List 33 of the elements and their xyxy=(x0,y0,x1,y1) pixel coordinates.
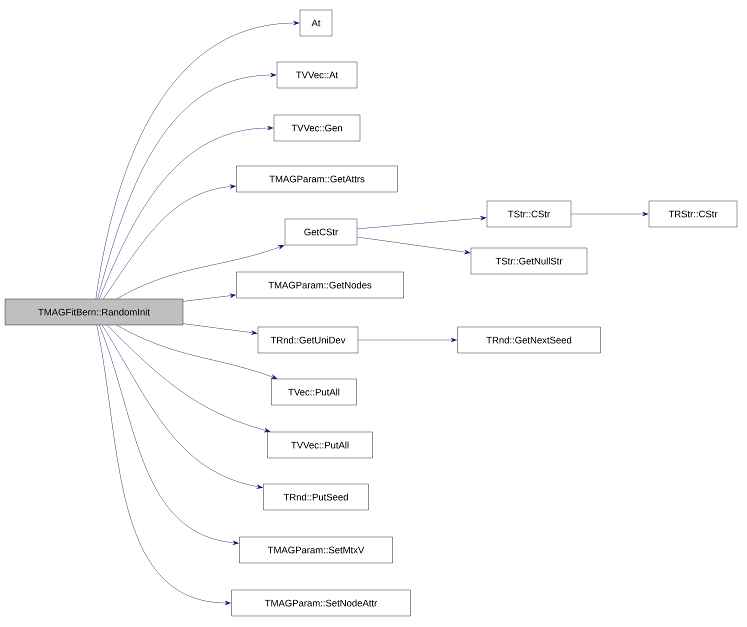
function-box: TRnd::GetUniDev xyxy=(258,326,358,354)
function-box: TMAGParam::SetNodeAttr xyxy=(231,590,411,616)
function-box: GetCStr xyxy=(284,218,358,246)
arrow xyxy=(116,245,284,299)
function-box: At xyxy=(300,10,332,36)
arrow xyxy=(99,126,274,299)
arrow xyxy=(103,184,236,299)
function-box: TStr::CStr xyxy=(486,200,572,228)
function-box: TMAGFitBern::RandomInit xyxy=(4,298,184,326)
arrow xyxy=(357,236,470,254)
function-box: TVVec::At xyxy=(276,62,358,88)
arrow xyxy=(358,338,457,342)
function-box: TRnd::GetNextSeed xyxy=(457,326,601,354)
function-box: TStr::GetNullStr xyxy=(470,248,588,274)
arrow xyxy=(183,323,258,335)
function-box: TRStr::CStr xyxy=(648,200,738,228)
arrow xyxy=(571,212,648,216)
arrow xyxy=(107,325,270,432)
function-box: TVec::PutAll xyxy=(271,378,357,406)
function-box: TMAGParam::GetNodes xyxy=(236,272,404,298)
function-box: TMAGParam::GetAttrs xyxy=(236,166,398,192)
arrow xyxy=(96,20,300,299)
function-box: TMAGParam::SetMtxV xyxy=(239,536,393,564)
arrow xyxy=(183,293,236,302)
function-box: TVVec::Gen xyxy=(274,114,360,142)
arrow xyxy=(96,325,231,606)
arrow xyxy=(99,325,239,545)
function-box: TVVec::PutAll xyxy=(267,432,373,458)
arrow xyxy=(102,325,263,489)
arrow xyxy=(357,216,486,230)
function-box: TRnd::PutSeed xyxy=(263,484,369,510)
arrow xyxy=(116,325,278,379)
arrow xyxy=(97,72,276,299)
